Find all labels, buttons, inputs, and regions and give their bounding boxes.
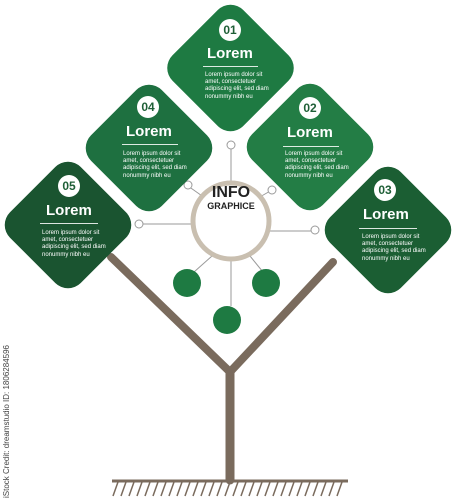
card-01-text: Lorem ipsum dolor sit amet, consectetuer… <box>205 72 269 100</box>
center-label: INFO GRAPHICE <box>192 184 270 212</box>
ground-tick <box>328 481 335 497</box>
center-ring <box>190 180 272 262</box>
connector-nodes <box>134 140 320 235</box>
card-01-number: 01 <box>219 19 241 41</box>
card-01-title: Lorem <box>207 45 253 62</box>
card-05-divider <box>40 223 98 224</box>
ground-tick <box>136 481 143 497</box>
ground-tick <box>288 481 295 497</box>
ground-tick <box>240 481 247 497</box>
stock-watermark-text: iStock Credit: dreamstudio ID: 180628459… <box>2 345 11 498</box>
card-03-text: Lorem ipsum dolor sit amet, consectetuer… <box>362 234 426 262</box>
ground-tick <box>128 481 135 497</box>
card-05-number: 05 <box>58 175 80 197</box>
ground-tick <box>112 481 119 497</box>
green-dot-right <box>252 269 280 297</box>
ground-tick <box>152 481 159 497</box>
ground-tick <box>200 481 207 497</box>
card-04-divider <box>122 144 178 145</box>
card-05-title: Lorem <box>46 202 92 219</box>
card-02-title: Lorem <box>287 124 333 141</box>
ground-tick <box>296 481 303 497</box>
connector-lines <box>139 147 315 306</box>
ground-tick <box>184 481 191 497</box>
card-03-title: Lorem <box>363 206 409 223</box>
card-02: 02 Lorem Lorem ipsum dolor sit amet, con… <box>260 96 360 196</box>
ground-tick <box>320 481 327 497</box>
center-title: INFO <box>211 184 251 201</box>
card-04: 04 Lorem Lorem ipsum dolor sit amet, con… <box>99 95 199 195</box>
ground-tick <box>120 481 127 497</box>
card-02-number: 02 <box>299 97 321 119</box>
card-02-text: Lorem ipsum dolor sit amet, consectetuer… <box>285 151 349 179</box>
ground-tick <box>280 481 287 497</box>
card-01-divider <box>203 66 258 67</box>
card-02-shape <box>246 83 374 211</box>
ground-tick <box>160 481 167 497</box>
ground-tick <box>216 481 223 497</box>
card-05: 05 Lorem Lorem ipsum dolor sit amet, con… <box>18 174 118 274</box>
card-03: 03 Lorem Lorem ipsum dolor sit amet, con… <box>338 178 438 278</box>
ground-tick <box>248 481 255 497</box>
card-04-shape <box>85 84 213 212</box>
card-03-divider <box>359 228 417 229</box>
ground-tick <box>192 481 199 497</box>
ground-tick <box>304 481 311 497</box>
ground-tick <box>336 481 343 497</box>
card-05-text: Lorem ipsum dolor sit amet, consectetuer… <box>42 230 106 258</box>
card-01-shape <box>167 4 294 132</box>
card-03-number: 03 <box>374 179 396 201</box>
ground-tick <box>256 481 263 497</box>
ground-tick <box>232 481 239 497</box>
card-03-shape <box>324 166 452 294</box>
card-02-divider <box>283 146 339 147</box>
center-subtitle: GRAPHICE <box>207 201 255 211</box>
tree-trunk <box>107 253 337 485</box>
ground-tick <box>312 481 319 497</box>
card-05-shape <box>4 161 132 289</box>
ground-tick <box>176 481 183 497</box>
ground-tick <box>208 481 215 497</box>
ground-tick <box>168 481 175 497</box>
card-04-text: Lorem ipsum dolor sit amet, consectetuer… <box>123 151 187 179</box>
green-dot-bottom <box>213 306 241 334</box>
ground-tick <box>272 481 279 497</box>
card-04-title: Lorem <box>126 123 172 140</box>
green-dot-left <box>173 269 201 297</box>
ground-tick <box>264 481 271 497</box>
stock-watermark: iStock Credit: dreamstudio ID: 180628459… <box>2 345 14 498</box>
card-01: 01 Lorem Lorem ipsum dolor sit amet, con… <box>180 18 280 118</box>
ground-tick <box>144 481 151 497</box>
card-04-number: 04 <box>137 96 159 118</box>
